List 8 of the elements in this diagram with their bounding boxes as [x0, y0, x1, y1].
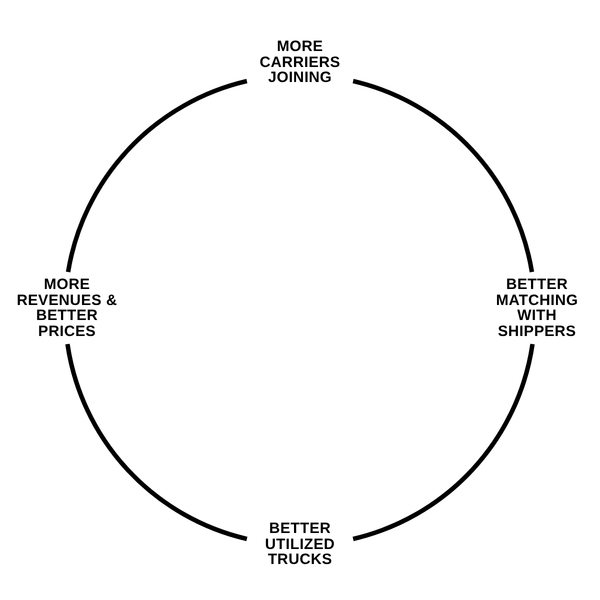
cycle-arc — [352, 344, 535, 542]
step-label: MORE CARRIERS JOINING — [252, 38, 348, 86]
step-label: MORE REVENUES & BETTER PRICES — [11, 277, 123, 339]
cycle-arc — [65, 344, 248, 542]
cycle-arc — [66, 78, 248, 272]
cycle-arc — [352, 78, 534, 272]
step-label: BETTER UTILIZED TRUCKS — [252, 520, 348, 568]
step-label: BETTER MATCHING WITH SHIPPERS — [487, 277, 587, 339]
